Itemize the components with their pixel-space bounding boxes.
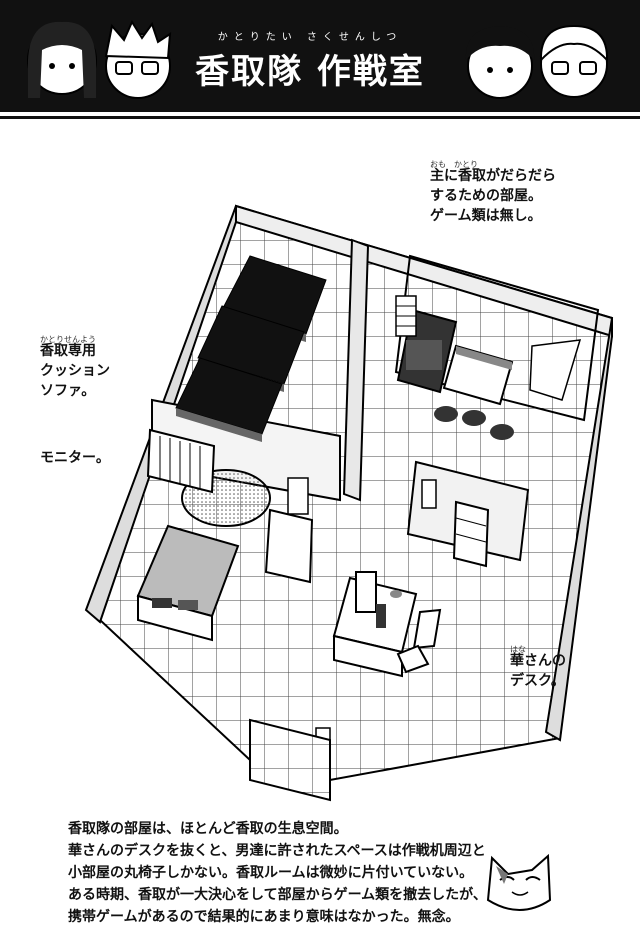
office-chair-icon [396, 608, 442, 674]
page-title: 香取隊 作戦室 [195, 52, 425, 92]
monitor-icon [175, 255, 327, 442]
entrance-hall [249, 718, 331, 802]
title-ruby: かとりたい さくせんしつ [217, 32, 403, 43]
note-monitor: モニター。 [40, 450, 110, 466]
right-wall [544, 317, 613, 742]
shelves-icon [395, 295, 582, 401]
center-divider [342, 238, 370, 502]
storage-cabinet-icon [264, 477, 314, 584]
door-icon [421, 479, 437, 509]
note-room: 主に香取がだらだら するための部屋。 ゲーム類は無し。 [430, 168, 556, 224]
round-stools-icon [434, 406, 514, 440]
hana-desk-icon [332, 571, 418, 678]
note-sofa: 香取専用 クッション ソファ。 [40, 343, 110, 399]
character-faces [27, 19, 609, 99]
footer-description: 香取隊の部屋は、ほとんど香取の生息空間。 華さんのデスクを抜くと、男達に許された… [68, 821, 487, 925]
coffee-table-icon [442, 344, 514, 406]
face-wakamura-icon [539, 24, 609, 98]
face-kako-icon [27, 21, 97, 98]
face-katori-icon [104, 19, 172, 99]
face-miura-icon [465, 26, 535, 99]
operation-table-icon [136, 524, 240, 642]
note-desk: 華さんの デスク。 [510, 653, 566, 689]
bookshelf-icon [146, 428, 490, 568]
header-divider [0, 116, 640, 119]
